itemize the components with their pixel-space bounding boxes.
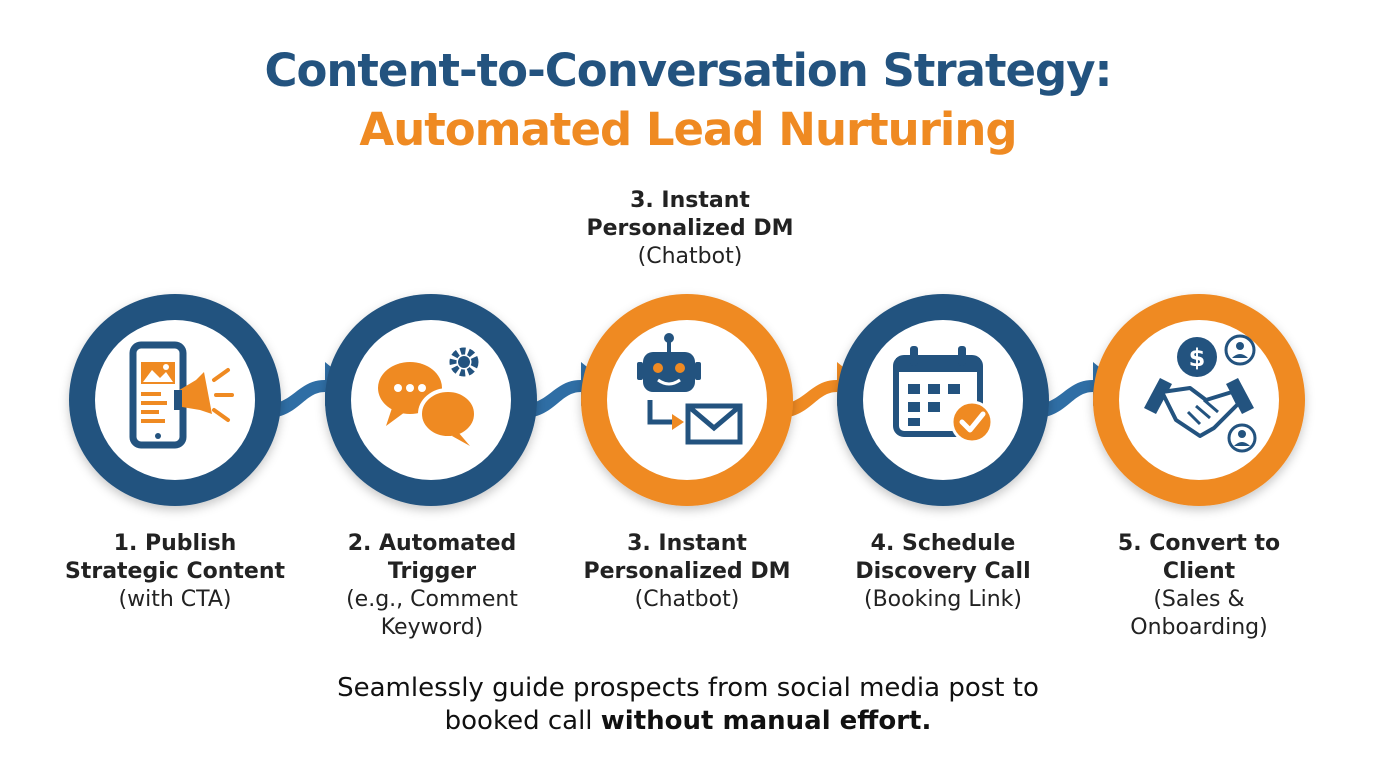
step-5-desc-line1: (Sales & (1153, 587, 1245, 612)
page-subtitle: Automated Lead Nurturing (359, 103, 1017, 156)
top-step-subtitle: (Chatbot) (637, 244, 743, 269)
step-1-title-line2: Strategic Content (64, 559, 286, 584)
calendar-check-icon (893, 346, 994, 444)
step-1-label: 1. Publish Strategic Content (with CTA) (55, 530, 295, 614)
step-1-desc-line1: (with CTA) (118, 587, 232, 612)
tagline-line2-regular: booked call (444, 706, 601, 736)
step-2-desc-line1: (e.g., Comment (346, 587, 518, 612)
robot-envelope-icon (637, 333, 743, 445)
step-4-label: 4. Schedule Discovery Call (Booking Link… (823, 530, 1063, 614)
step-3-circle (581, 294, 793, 506)
step-1-title-line1: 1. Publish (113, 531, 237, 556)
top-step-title-line1: 3. Instant (630, 188, 750, 213)
step-2-title-line2: Trigger (387, 559, 477, 584)
step-5-desc-line2: Onboarding) (1130, 615, 1268, 640)
step-4-desc-line1: (Booking Link) (864, 587, 1022, 612)
chat-bubbles-gear-icon (378, 347, 479, 446)
top-step-title-line2: Personalized DM (586, 216, 794, 241)
step-3-title-line2: Personalized DM (583, 559, 791, 584)
step-2-label: 2. Automated Trigger (e.g., Comment Keyw… (312, 530, 552, 642)
step-5-circle: $ (1093, 294, 1305, 506)
step-1-circle (69, 294, 281, 506)
step-4-title-line1: 4. Schedule (870, 531, 1016, 556)
top-step-label: 3. Instant Personalized DM (Chatbot) (540, 187, 840, 271)
step-5-label: 5. Convert to Client (Sales & Onboarding… (1079, 530, 1319, 642)
tagline-line1: Seamlessly guide prospects from social m… (337, 673, 1039, 703)
step-5-title-line1: 5. Convert to (1117, 531, 1281, 556)
step-2-title-line1: 2. Automated (347, 531, 517, 556)
handshake-dollar-icon: $ (1144, 334, 1257, 453)
svg-text:$: $ (1189, 344, 1206, 372)
step-2-circle (325, 294, 537, 506)
step-4-title-line2: Discovery Call (855, 559, 1031, 584)
tagline-line2: booked call without manual effort. (0, 705, 1376, 738)
step-4-circle (837, 294, 1049, 506)
step-3-desc-line1: (Chatbot) (634, 587, 740, 612)
step-5-title-line2: Client (1162, 559, 1236, 584)
tagline-line2-bold: without manual effort. (600, 706, 932, 736)
page-title: Content-to-Conversation Strategy: (264, 44, 1112, 97)
tagline: Seamlessly guide prospects from social m… (0, 672, 1376, 738)
step-2-desc-line2: Keyword) (380, 615, 484, 640)
step-3-title-line1: 3. Instant (627, 531, 747, 556)
phone-megaphone-icon (129, 341, 234, 449)
step-3-label: 3. Instant Personalized DM (Chatbot) (567, 530, 807, 614)
